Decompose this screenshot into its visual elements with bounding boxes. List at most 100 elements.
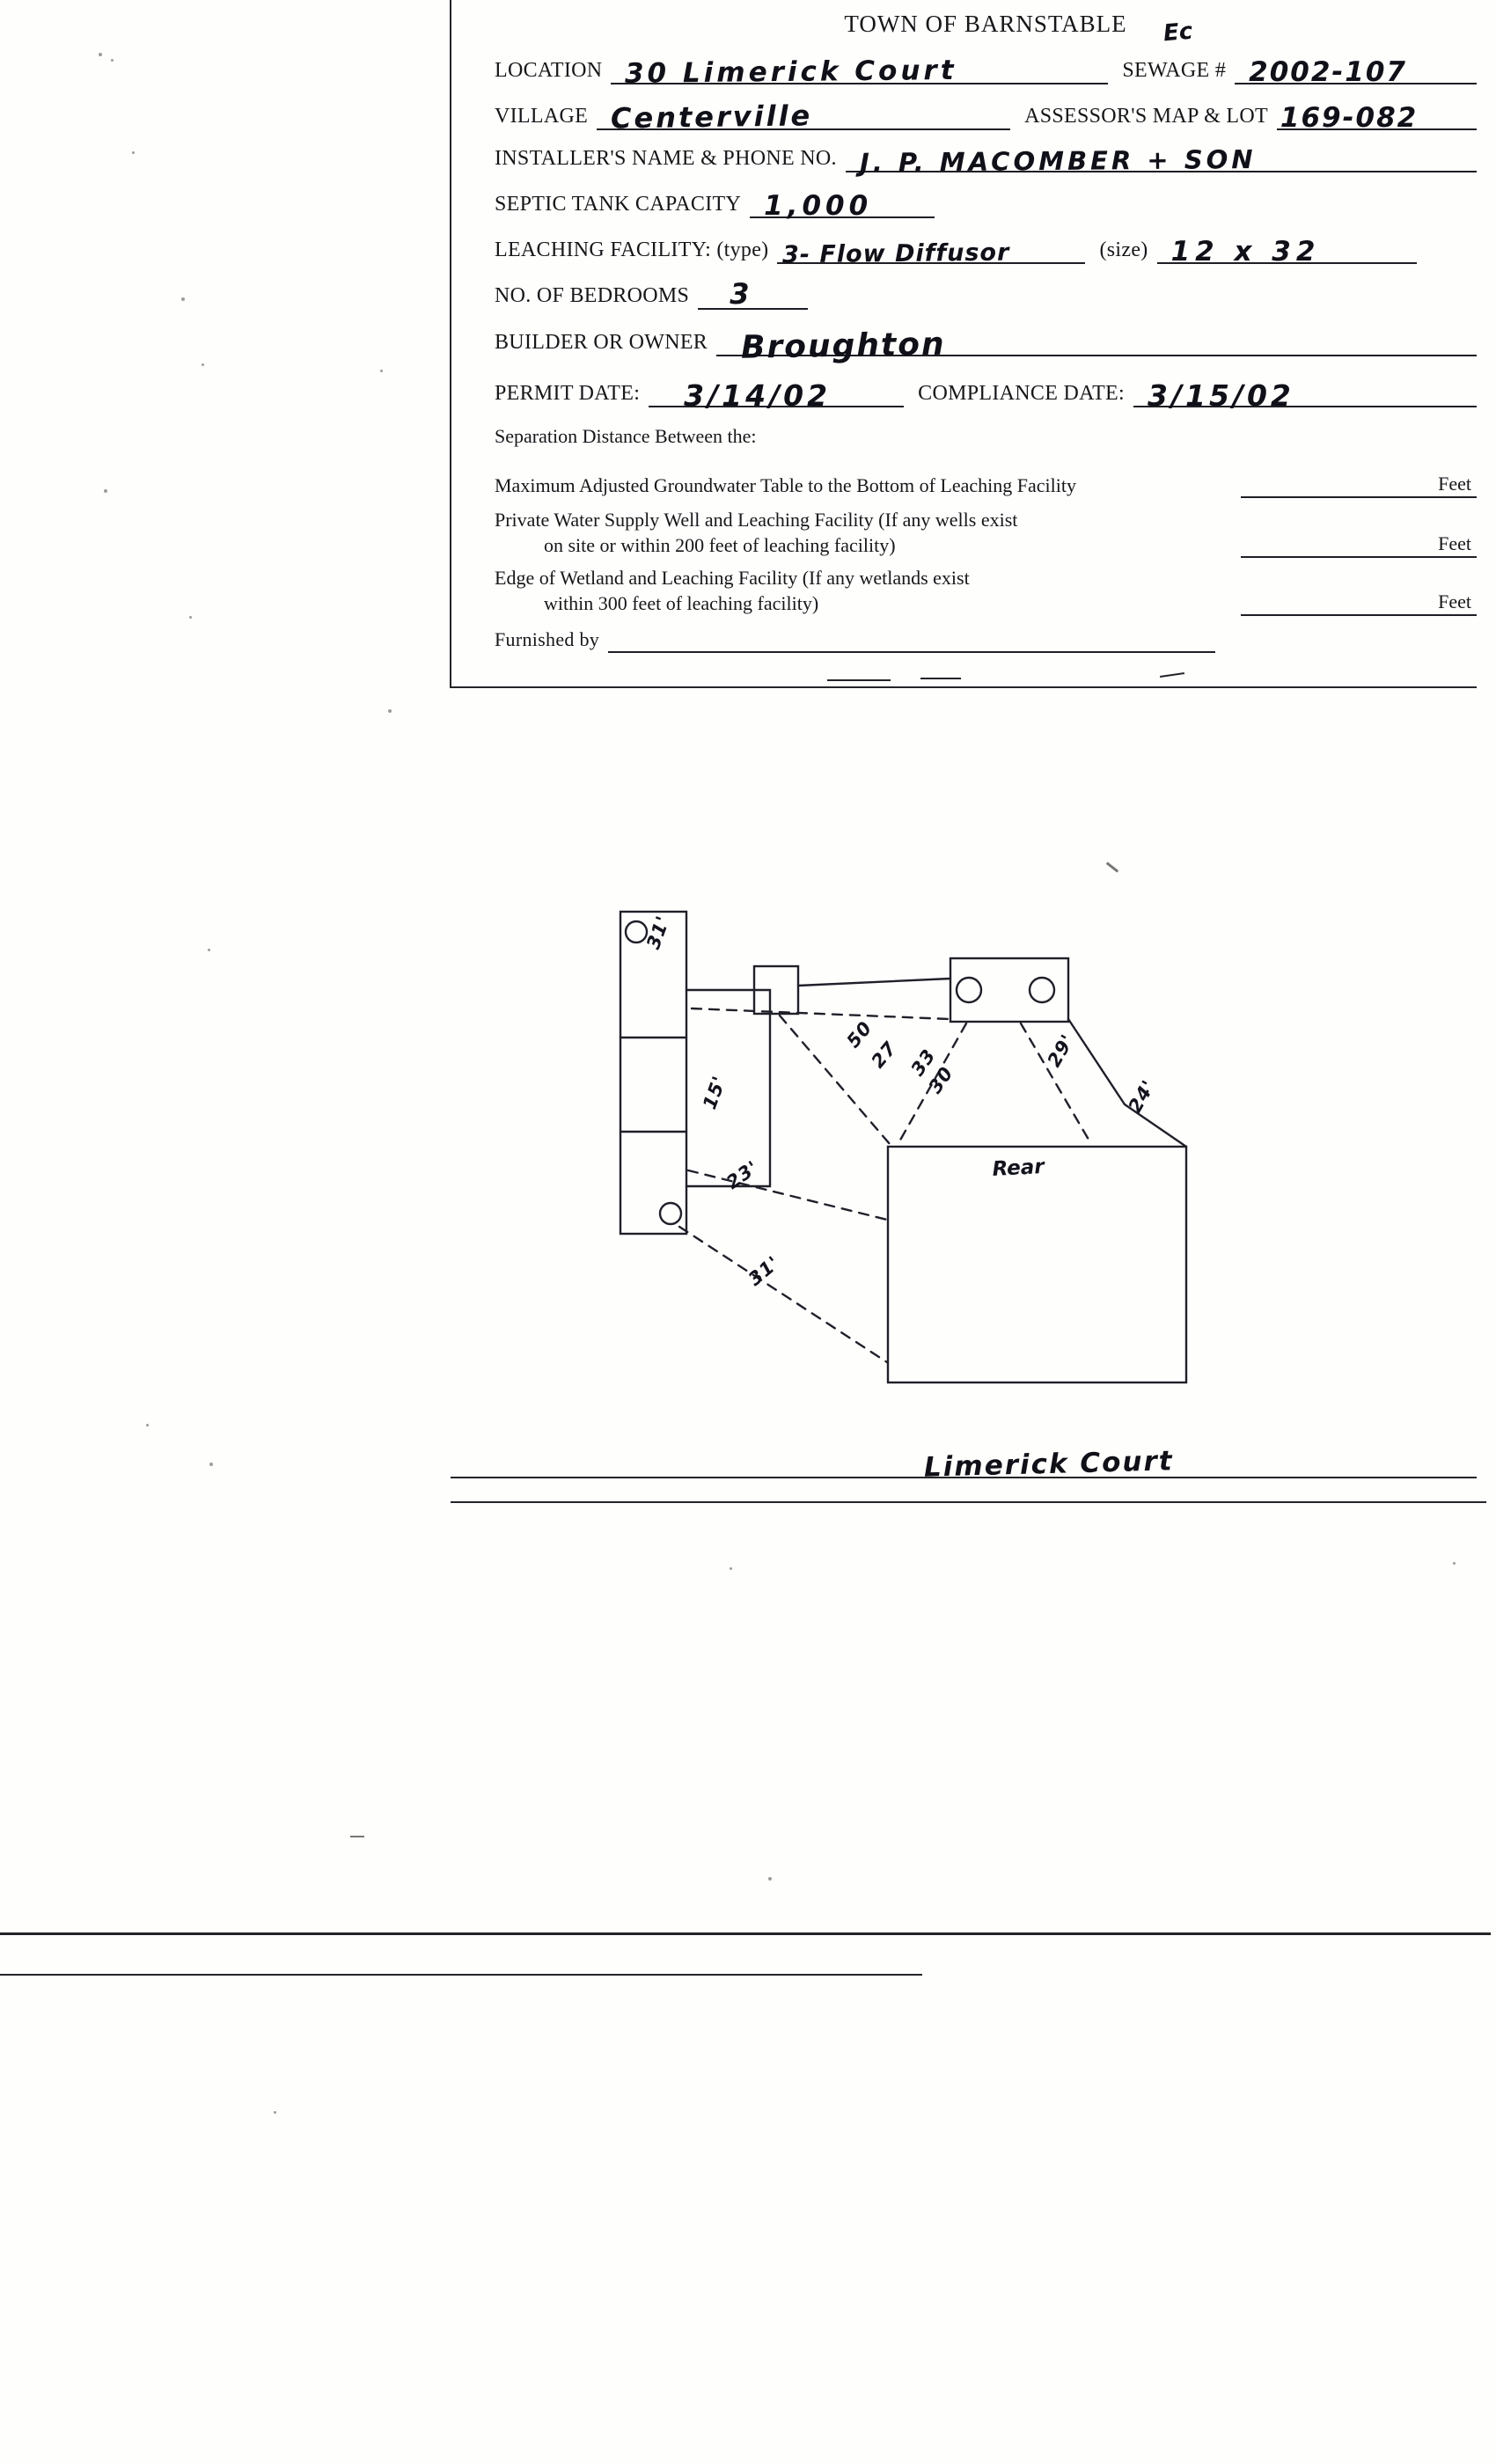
leaching-type-value: 3- Flow Diffusor xyxy=(782,238,1010,269)
permit-date-line: 3/14/02 xyxy=(649,378,905,413)
noise-dot xyxy=(730,1567,732,1570)
separation-row-wetland: Edge of Wetland and Leaching Facility (I… xyxy=(495,560,1477,616)
separation-wetland-text-1: Edge of Wetland and Leaching Facility (I… xyxy=(495,567,970,589)
form-bottom-border xyxy=(451,686,1477,688)
sketch-tank-cover-right xyxy=(1028,976,1056,1004)
furnished-by-label: Furnished by xyxy=(495,628,600,650)
sketch-rear-building xyxy=(886,1145,1188,1384)
village-value: Centerville xyxy=(610,99,813,136)
noise-dot xyxy=(132,151,135,154)
installer-value-line: J. P. MACOMBER + SON xyxy=(845,144,1477,178)
leaching-type-line: 3- Flow Diffusor xyxy=(777,239,1086,268)
sketch-tank-cover-left xyxy=(955,976,983,1004)
village-value-line: Centerville xyxy=(597,99,1011,135)
field-row-septic-capacity: SEPTIC TANK CAPACITY 1,000 xyxy=(495,178,1477,222)
separation-row-well: Private Water Supply Well and Leaching F… xyxy=(495,502,1477,558)
furnished-by-line xyxy=(608,649,1216,653)
field-row-village: VILLAGE Centerville ASSESSOR'S MAP & LOT… xyxy=(495,90,1477,135)
measurement: 31' xyxy=(744,1252,784,1290)
noise-dot xyxy=(274,2111,276,2114)
measurement: 29' xyxy=(1044,1030,1079,1070)
noise-mark xyxy=(1105,862,1119,873)
builder-label: BUILDER OR OWNER xyxy=(495,331,708,354)
page-title: TOWN OF BARNSTABLE xyxy=(844,11,1127,37)
permit-date-label: PERMIT DATE: xyxy=(495,382,641,405)
sewage-note: Ec xyxy=(1162,18,1194,48)
fold-line xyxy=(0,1932,1491,1935)
assessors-label: ASSESSOR'S MAP & LOT xyxy=(1024,105,1268,128)
site-sketch: 31' 15' 23' 31' 50 27 33 30 29' 24' Rear xyxy=(619,910,1188,1384)
assessors-value: 169-082 xyxy=(1280,102,1419,134)
permit-date-value: 3/14/02 xyxy=(684,378,832,413)
noise-dot xyxy=(99,53,102,56)
separation-groundwater-text: Maximum Adjusted Groundwater Table to th… xyxy=(495,474,1076,496)
village-label: VILLAGE xyxy=(495,105,589,128)
rear-label: Rear xyxy=(992,1155,1046,1181)
scan-dash xyxy=(920,678,961,679)
tie-line xyxy=(778,1014,891,1146)
leaching-size-value: 12 x 32 xyxy=(1170,236,1321,268)
field-row-bedrooms: NO. OF BEDROOMS 3 xyxy=(495,269,1477,311)
noise-dot xyxy=(181,297,185,301)
scan-dash xyxy=(1159,672,1185,678)
street-line-top xyxy=(451,1477,1477,1478)
installer-label: INSTALLER'S NAME & PHONE NO. xyxy=(495,147,837,170)
assessors-value-line: 169-082 xyxy=(1276,102,1477,134)
tie-line xyxy=(678,1225,889,1364)
noise-dot xyxy=(209,1463,213,1466)
tie-line xyxy=(686,1169,889,1221)
sketch-tie-lines xyxy=(678,1007,1093,1364)
measurement: 31' xyxy=(642,913,674,952)
measurement: 50 xyxy=(842,1017,876,1052)
separation-well-text-1: Private Water Supply Well and Leaching F… xyxy=(495,509,1018,531)
noise-mark xyxy=(350,1836,364,1837)
noise-dot xyxy=(1453,1562,1456,1565)
sketch-pipe xyxy=(796,977,952,987)
installer-value: J. P. MACOMBER + SON xyxy=(859,143,1257,178)
sketch-cover-top xyxy=(624,920,649,944)
street-name: Limerick Court xyxy=(923,1445,1175,1484)
sketch-septic-tank xyxy=(949,957,1070,1023)
field-row-dates: PERMIT DATE: 3/14/02 COMPLIANCE DATE: 3/… xyxy=(495,365,1477,413)
separation-heading: Separation Distance Between the: xyxy=(495,425,757,447)
noise-dot xyxy=(388,709,392,713)
bedrooms-value: 3 xyxy=(730,277,752,311)
noise-dot xyxy=(768,1877,772,1881)
sketch-house xyxy=(619,910,688,1236)
location-value-line: 30 Limerick Court xyxy=(611,55,1109,90)
septic-capacity-value: 1,000 xyxy=(764,190,873,222)
sewage-value: 2002-107 xyxy=(1249,56,1407,88)
well-feet-line: Feet xyxy=(1241,532,1477,558)
separation-wetland-text-2: within 300 feet of leaching facility) xyxy=(544,592,819,614)
noise-dot xyxy=(202,363,204,366)
separation-well-text-2: on site or within 200 feet of leaching f… xyxy=(544,534,896,556)
sketch-cover-bottom xyxy=(658,1201,683,1226)
sketch-pump-chamber xyxy=(752,964,800,1016)
septic-capacity-label: SEPTIC TANK CAPACITY xyxy=(495,193,742,216)
sketch-measurements: 31' 15' 23' 31' 50 27 33 30 29' 24' xyxy=(642,913,1160,1290)
field-row-leaching: LEACHING FACILITY: (type) 3- Flow Diffus… xyxy=(495,224,1477,268)
measurement: 15' xyxy=(699,1073,730,1112)
tie-line xyxy=(1019,1022,1093,1146)
compliance-date-line: 3/15/02 xyxy=(1133,378,1477,413)
builder-value: Broughton xyxy=(740,326,946,366)
compliance-date-label: COMPLIANCE DATE: xyxy=(918,382,1125,405)
wetland-feet-line: Feet xyxy=(1241,590,1477,616)
feet-unit: Feet xyxy=(1438,532,1471,554)
tie-line xyxy=(690,1007,950,1021)
scan-dash xyxy=(827,679,891,681)
noise-dot xyxy=(111,59,114,62)
measurement: 27 xyxy=(867,1038,900,1072)
sewage-value-line: 2002-107 xyxy=(1235,56,1477,88)
field-row-builder: BUILDER OR OWNER Broughton xyxy=(495,312,1477,366)
measurement: 24' xyxy=(1125,1076,1160,1116)
sewage-label: SEWAGE # xyxy=(1122,59,1227,82)
fold-line xyxy=(0,1974,922,1976)
field-row-location: LOCATION 30 Limerick Court SEWAGE # 2002… xyxy=(495,44,1477,90)
location-value: 30 Limerick Court xyxy=(625,54,958,90)
tie-line xyxy=(897,1022,968,1145)
noise-dot xyxy=(189,616,192,619)
bedrooms-label: NO. OF BEDROOMS xyxy=(495,284,690,307)
feet-unit: Feet xyxy=(1438,590,1471,612)
